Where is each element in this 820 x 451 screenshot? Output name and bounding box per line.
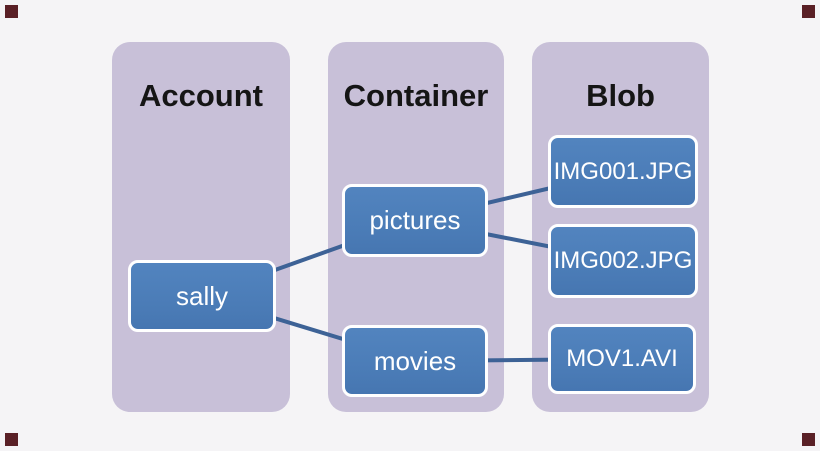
node-movies-label: movies: [373, 345, 457, 376]
corner-marker-top-right: [802, 5, 815, 18]
node-sally: sally: [128, 260, 276, 332]
column-title-blob: Blob: [586, 78, 655, 113]
column-title-container: Container: [343, 78, 489, 113]
node-mov1: MOV1.AVI: [548, 324, 696, 394]
node-movies: movies: [342, 325, 488, 397]
corner-marker-bottom-right: [802, 433, 815, 446]
node-sally-label: sally: [175, 280, 228, 311]
node-mov1-label: MOV1.AVI: [566, 345, 678, 372]
node-img002-label: IMG002.JPG: [553, 247, 693, 274]
column-account: Account: [112, 42, 290, 412]
corner-marker-top-left: [5, 5, 18, 18]
column-title-account: Account: [139, 78, 263, 113]
corner-marker-bottom-left: [5, 433, 18, 446]
node-pictures: pictures: [342, 184, 488, 257]
node-img001: IMG001.JPG: [548, 135, 698, 208]
node-img002: IMG002.JPG: [548, 224, 698, 298]
node-img001-label: IMG001.JPG: [553, 157, 693, 185]
node-pictures-label: pictures: [369, 205, 461, 235]
